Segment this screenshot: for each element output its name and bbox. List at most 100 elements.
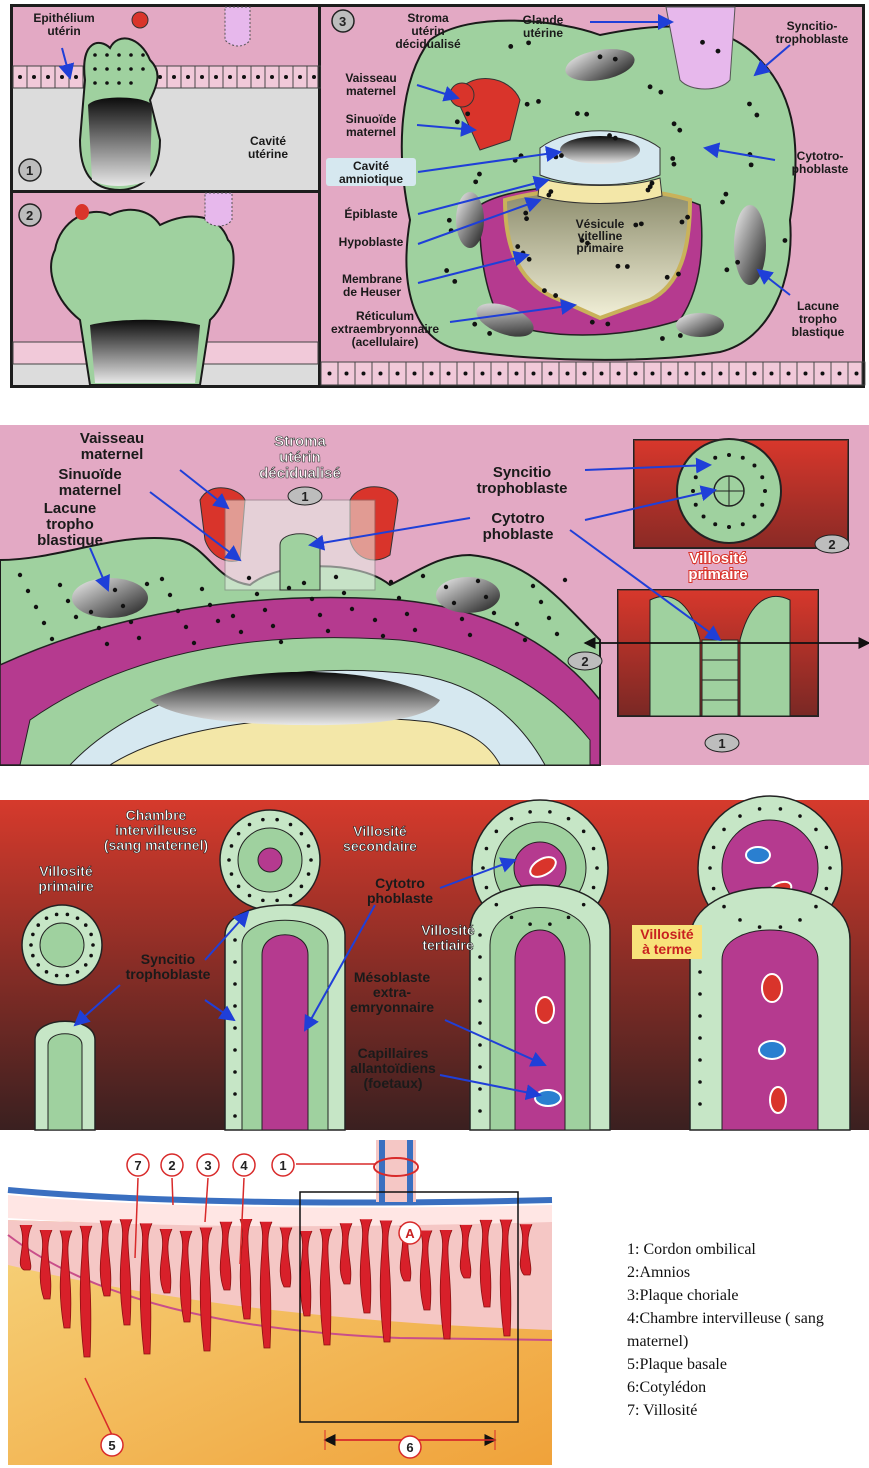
nucleus-dot bbox=[754, 113, 759, 118]
nucleus-dot bbox=[605, 322, 610, 327]
nucleus-dot bbox=[670, 156, 675, 161]
nucleus-dot bbox=[825, 846, 829, 850]
nucleus-dot bbox=[455, 119, 460, 124]
nucleus-dot bbox=[508, 44, 513, 49]
nucleus-dot bbox=[50, 637, 54, 641]
nucleus-dot bbox=[444, 585, 448, 589]
nucleus-dot bbox=[698, 1014, 702, 1018]
nucleus-dot bbox=[691, 489, 695, 493]
nucleus-dot bbox=[89, 954, 93, 958]
label-vaisseau: Vaisseaumaternel bbox=[80, 430, 144, 463]
label-cytotro: Cytotrophoblaste bbox=[367, 875, 433, 906]
nucleus-dot bbox=[672, 162, 677, 167]
nucleus-dot bbox=[481, 372, 485, 376]
nucleus-dot bbox=[18, 75, 22, 79]
nucleus-dot bbox=[660, 336, 665, 341]
callout-text: A bbox=[405, 1226, 415, 1241]
callout-text: 2 bbox=[168, 1158, 175, 1173]
nucleus-dot bbox=[46, 75, 50, 79]
nucleus-dot bbox=[227, 858, 231, 862]
nucleus-dot bbox=[117, 81, 121, 85]
nucleus-dot bbox=[284, 75, 288, 79]
nucleus-dot bbox=[93, 81, 97, 85]
nucleus-dot bbox=[838, 372, 842, 376]
nucleus-dot bbox=[510, 817, 514, 821]
label-villosite-tertiaire: Villositétertiaire bbox=[421, 922, 475, 953]
nucleus-dot bbox=[84, 923, 88, 927]
nucleus-dot bbox=[186, 75, 190, 79]
nucleus-dot bbox=[270, 75, 274, 79]
nucleus-dot bbox=[592, 886, 596, 890]
nucleus-dot bbox=[275, 899, 279, 903]
nucleus-dot bbox=[74, 75, 78, 79]
nucleus-dot bbox=[617, 372, 621, 376]
nucleus-dot bbox=[328, 372, 332, 376]
nucleus-dot bbox=[34, 605, 38, 609]
nucleus-dot bbox=[255, 592, 259, 596]
nucleus-dot bbox=[413, 628, 417, 632]
label-sinuoide: Sinuoïdematernel bbox=[58, 466, 121, 499]
label-vaisseau: Vaisseaumaternel bbox=[345, 71, 396, 98]
nucleus-dot bbox=[271, 624, 275, 628]
nucleus-dot bbox=[828, 866, 832, 870]
nucleus-dot bbox=[678, 333, 683, 338]
nucleus-dot bbox=[639, 221, 644, 226]
nucleus-dot bbox=[45, 916, 49, 920]
nucleus-dot bbox=[55, 974, 59, 978]
nucleus-dot bbox=[700, 40, 705, 45]
nucleus-dot bbox=[672, 121, 677, 126]
nucleus-dot bbox=[389, 580, 393, 584]
nucleus-dot bbox=[473, 179, 478, 184]
nucleus-dot bbox=[563, 578, 567, 582]
nucleus-dot bbox=[648, 84, 653, 89]
nucleus-dot bbox=[105, 67, 109, 71]
nucleus-dot bbox=[312, 75, 316, 79]
nucleus-dot bbox=[625, 264, 630, 269]
nucleus-dot bbox=[76, 916, 80, 920]
nucleus-dot bbox=[722, 828, 726, 832]
nucleus-dot bbox=[583, 372, 587, 376]
nucleus-dot bbox=[523, 638, 527, 642]
nucleus-dot bbox=[231, 614, 235, 618]
nucleus-dot bbox=[233, 1026, 237, 1030]
nucleus-dot bbox=[200, 587, 204, 591]
nucleus-dot bbox=[713, 456, 717, 460]
nucleus-dot bbox=[233, 1004, 237, 1008]
nucleus-dot bbox=[91, 943, 95, 947]
nucleus-dot bbox=[233, 938, 237, 942]
nucleus-dot bbox=[117, 67, 121, 71]
nucleus-dot bbox=[29, 943, 33, 947]
nucleus-dot bbox=[492, 611, 496, 615]
legend-item: 1: Cordon ombilical bbox=[627, 1238, 867, 1261]
nucleus-dot bbox=[239, 630, 243, 634]
nucleus-dot bbox=[680, 220, 685, 225]
nucleus-dot bbox=[350, 607, 354, 611]
nucleus-dot bbox=[752, 464, 756, 468]
nucleus-dot bbox=[555, 632, 559, 636]
nucleus-dot bbox=[160, 577, 164, 581]
nucleus-dot bbox=[300, 885, 304, 889]
nucleus-dot bbox=[770, 372, 774, 376]
nucleus-dot bbox=[536, 99, 541, 104]
nucleus-dot bbox=[168, 593, 172, 597]
callout-text: 7 bbox=[134, 1158, 141, 1173]
nucleus-dot bbox=[405, 612, 409, 616]
nucleus-dot bbox=[526, 40, 531, 45]
nucleus-dot bbox=[567, 916, 571, 920]
nucleus-dot bbox=[396, 372, 400, 376]
nucleus-dot bbox=[582, 903, 586, 907]
nucleus-dot bbox=[698, 992, 702, 996]
nucleus-dot bbox=[698, 1080, 702, 1084]
nucleus-dot bbox=[698, 970, 702, 974]
nucleus-dot bbox=[584, 112, 589, 117]
nucleus-dot bbox=[275, 818, 279, 822]
nucleus-dot bbox=[307, 844, 311, 848]
nucleus-dot bbox=[712, 887, 716, 891]
nucleus-dot bbox=[633, 223, 638, 228]
legend-item: 5:Plaque basale bbox=[627, 1353, 867, 1376]
nucleus-dot bbox=[559, 153, 564, 158]
nucleus-dot bbox=[141, 67, 145, 71]
nucleus-dot bbox=[760, 503, 764, 507]
